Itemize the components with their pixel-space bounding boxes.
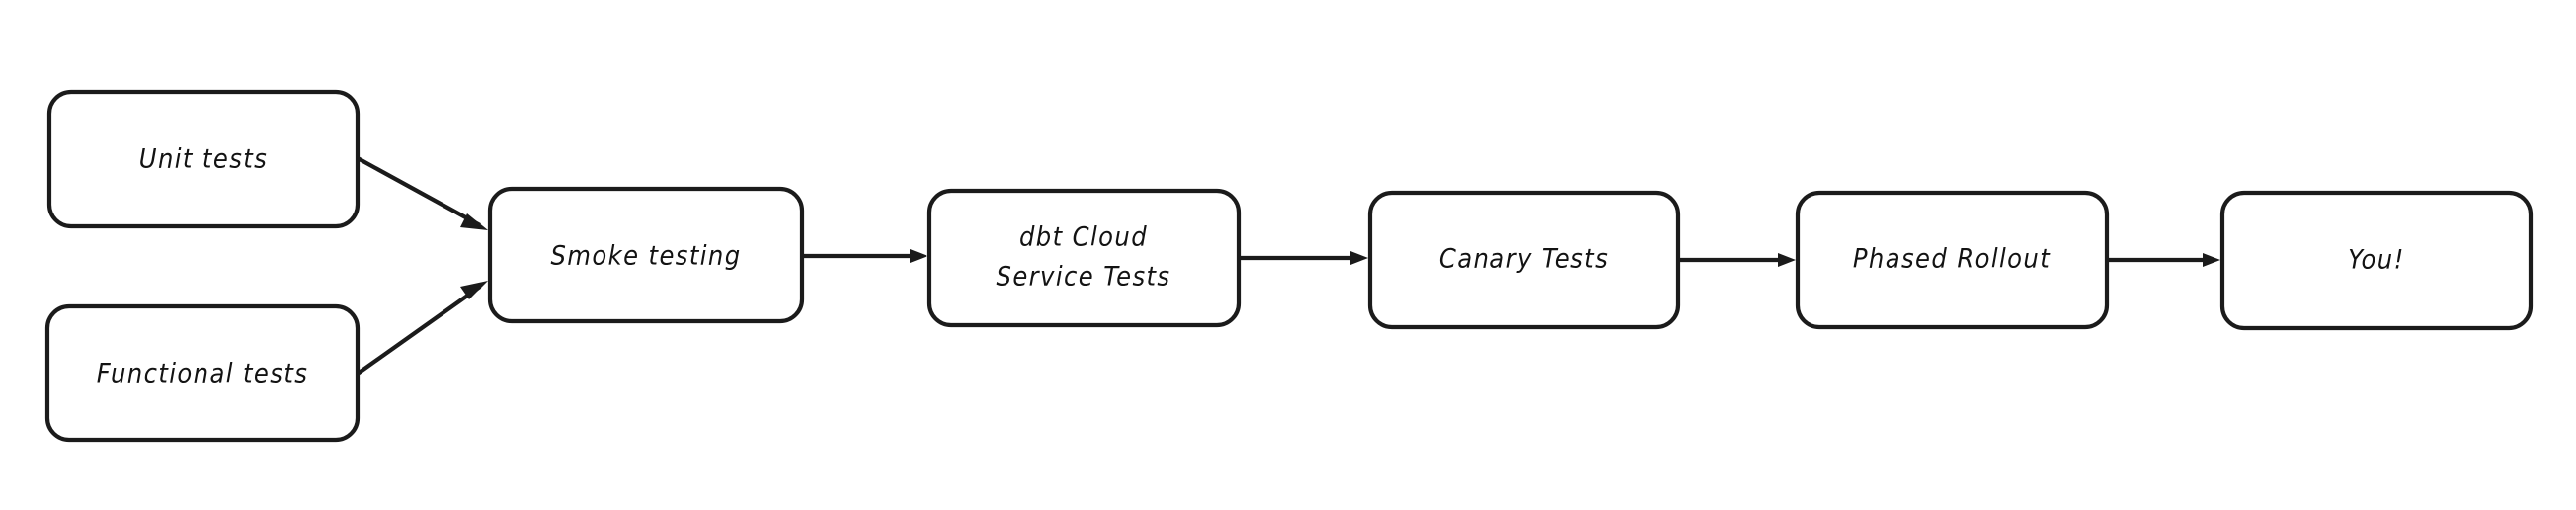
arrowhead-phased-to-you: [2203, 253, 2220, 267]
edge-line-functional-to-smoke: [356, 285, 482, 376]
node-unit-tests-label: Unit tests: [139, 144, 268, 175]
node-dbt-cloud-service-tests-box[interactable]: [926, 188, 1242, 328]
node-canary-tests-box[interactable]: [1367, 190, 1681, 330]
node-functional-tests-box[interactable]: [44, 303, 361, 443]
arrowhead-canary-to-phased: [1778, 253, 1796, 267]
edge-dbt-to-canary: [1239, 251, 1368, 265]
node-unit-tests-box[interactable]: [46, 89, 361, 229]
arrowhead-smoke-to-dbt: [910, 249, 927, 263]
edge-unit-to-smoke: [356, 156, 488, 230]
node-phased-rollout[interactable]: Phased Rollout: [1795, 190, 2110, 330]
node-dbt-cloud-service-tests-label-line2: Service Tests: [997, 262, 1171, 293]
node-canary-tests-label: Canary Tests: [1439, 244, 1609, 275]
node-functional-tests[interactable]: Functional tests: [44, 303, 361, 443]
arrowhead-unit-to-smoke: [460, 213, 488, 230]
node-phased-rollout-box[interactable]: [1795, 190, 2110, 330]
node-smoke-testing[interactable]: Smoke testing: [487, 186, 805, 324]
node-smoke-testing-label: Smoke testing: [550, 241, 741, 272]
edge-canary-to-phased: [1678, 253, 1796, 267]
node-dbt-cloud-service-tests-label-line1: dbt Cloud: [1019, 222, 1148, 253]
node-you[interactable]: You!: [2219, 190, 2534, 331]
edge-functional-to-smoke: [356, 281, 488, 376]
node-phased-rollout-label: Phased Rollout: [1853, 244, 2051, 275]
node-smoke-testing-box[interactable]: [487, 186, 805, 324]
node-you-label: You!: [2348, 245, 2404, 276]
edge-phased-to-you: [2107, 253, 2220, 267]
node-unit-tests[interactable]: Unit tests: [46, 89, 361, 229]
arrowhead-functional-to-smoke: [460, 281, 488, 299]
node-dbt-cloud-service-tests[interactable]: dbt Cloud Service Tests: [926, 188, 1242, 328]
edge-smoke-to-dbt: [802, 249, 927, 263]
node-functional-tests-label: Functional tests: [97, 359, 309, 389]
node-canary-tests[interactable]: Canary Tests: [1367, 190, 1681, 330]
edge-line-unit-to-smoke: [356, 156, 482, 227]
node-you-box[interactable]: [2219, 190, 2534, 331]
arrowhead-dbt-to-canary: [1350, 251, 1368, 265]
